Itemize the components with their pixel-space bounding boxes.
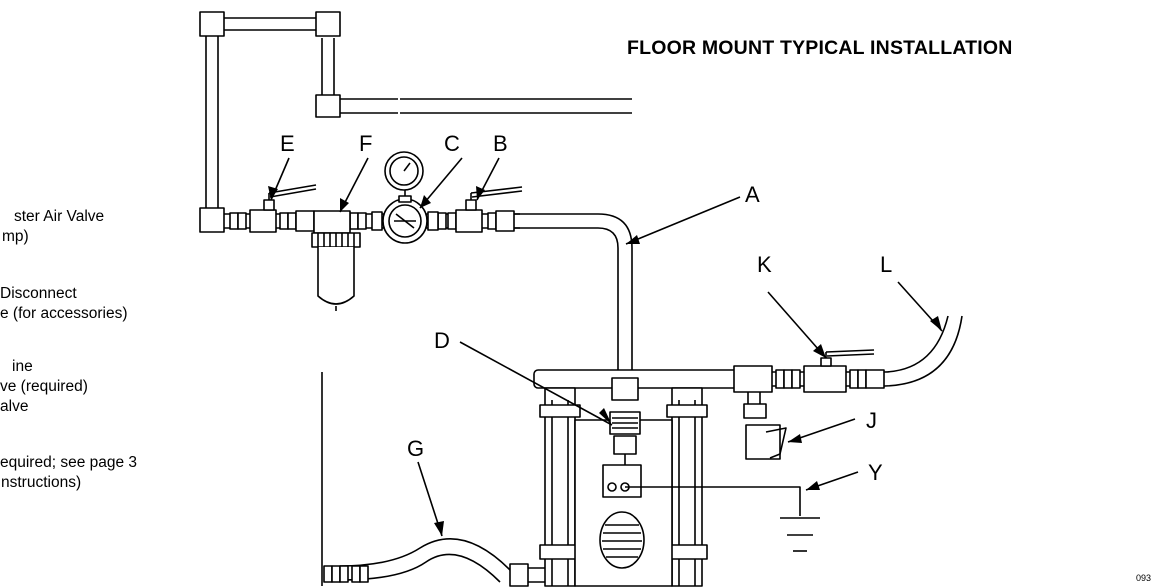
air-hose-a xyxy=(514,213,633,378)
callout-a: A xyxy=(745,182,760,207)
quick-disconnect-d xyxy=(609,377,641,465)
callout-d: D xyxy=(434,328,450,353)
bleed-valve-e xyxy=(263,184,317,211)
callout-j: J xyxy=(866,408,877,433)
figure-number: 093 xyxy=(1136,573,1152,583)
overhead-air-pipe xyxy=(340,98,632,114)
diaphragm-pump xyxy=(533,369,743,587)
fluid-outlet-line xyxy=(733,365,885,393)
callout-k: K xyxy=(757,252,772,277)
drain-valve-j xyxy=(743,392,787,460)
legend-line-8: equired; see page 3 xyxy=(0,454,138,471)
callout-e: E xyxy=(280,131,295,156)
legend-line-2: mp) xyxy=(2,228,29,245)
legend-line-1: ster Air Valve xyxy=(14,208,105,225)
master-air-valve-b xyxy=(465,186,523,211)
legend-line-6: ve (required) xyxy=(0,378,88,395)
callout-g: G xyxy=(407,436,425,461)
legend-line-7: alve xyxy=(0,398,29,415)
fluid-hose-l xyxy=(884,315,963,387)
callout-y: Y xyxy=(868,460,883,485)
legend-line-3: Disconnect xyxy=(0,285,77,302)
ground-wire-y xyxy=(625,486,820,552)
callout-c: C xyxy=(444,131,460,156)
legend-partial: ster Air Valve mp) Disconnect e (for acc… xyxy=(0,0,230,587)
air-filter-f xyxy=(311,210,361,311)
top-loop-pipe xyxy=(199,11,341,233)
legend-line-4: e (for accessories) xyxy=(0,305,128,322)
diagram-title: FLOOR MOUNT TYPICAL INSTALLATION xyxy=(627,37,1013,59)
overhead-tee xyxy=(315,38,341,118)
callout-l: L xyxy=(880,252,893,277)
callout-f: F xyxy=(359,131,373,156)
fluid-suction-hose-g xyxy=(321,372,545,587)
callout-b: B xyxy=(493,131,508,156)
legend-line-9: nstructions) xyxy=(1,474,82,491)
legend-line-5: ine xyxy=(12,358,33,375)
fluid-shutoff-valve-k xyxy=(820,349,875,367)
arrow-heads xyxy=(268,186,942,536)
air-regulator-c xyxy=(371,151,439,244)
